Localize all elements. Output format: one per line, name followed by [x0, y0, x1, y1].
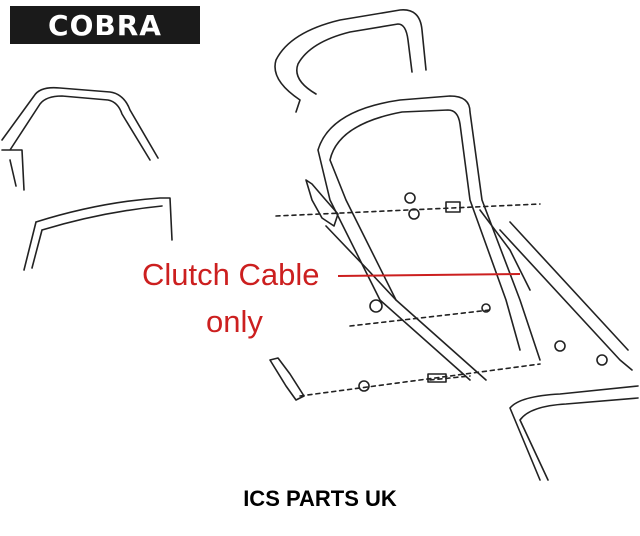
lower-tube-right: [499, 221, 633, 371]
bolt-4: [481, 303, 491, 313]
bolt-1: [404, 192, 416, 204]
cable-clip: [445, 201, 461, 213]
bolt-5: [554, 340, 566, 352]
callout-label-line1: Clutch Cable: [142, 257, 320, 292]
bolt-6: [358, 380, 370, 392]
lower-lever: [269, 357, 305, 401]
assembly-lines: [275, 203, 541, 397]
clutch-lever: [305, 179, 339, 227]
bail-bar-lower: [23, 197, 173, 271]
cable-line: [325, 209, 531, 301]
bottom-handle-piece: [509, 385, 639, 481]
bolt-7: [596, 354, 608, 366]
bolt-3: [369, 299, 383, 313]
callout-leader-line: [337, 273, 521, 277]
cobra-logo: COBRA: [10, 6, 200, 44]
bail-bar-upper: [1, 86, 159, 191]
upper-handle-loop: [274, 9, 427, 113]
footer-brand-text: ICS PARTS UK: [243, 486, 397, 511]
main-handle-frame: [317, 95, 541, 381]
callout-label-line2: only: [206, 304, 263, 339]
bolt-2: [408, 208, 420, 220]
adjuster-block: [427, 373, 447, 383]
logo-text: COBRA: [48, 8, 162, 42]
